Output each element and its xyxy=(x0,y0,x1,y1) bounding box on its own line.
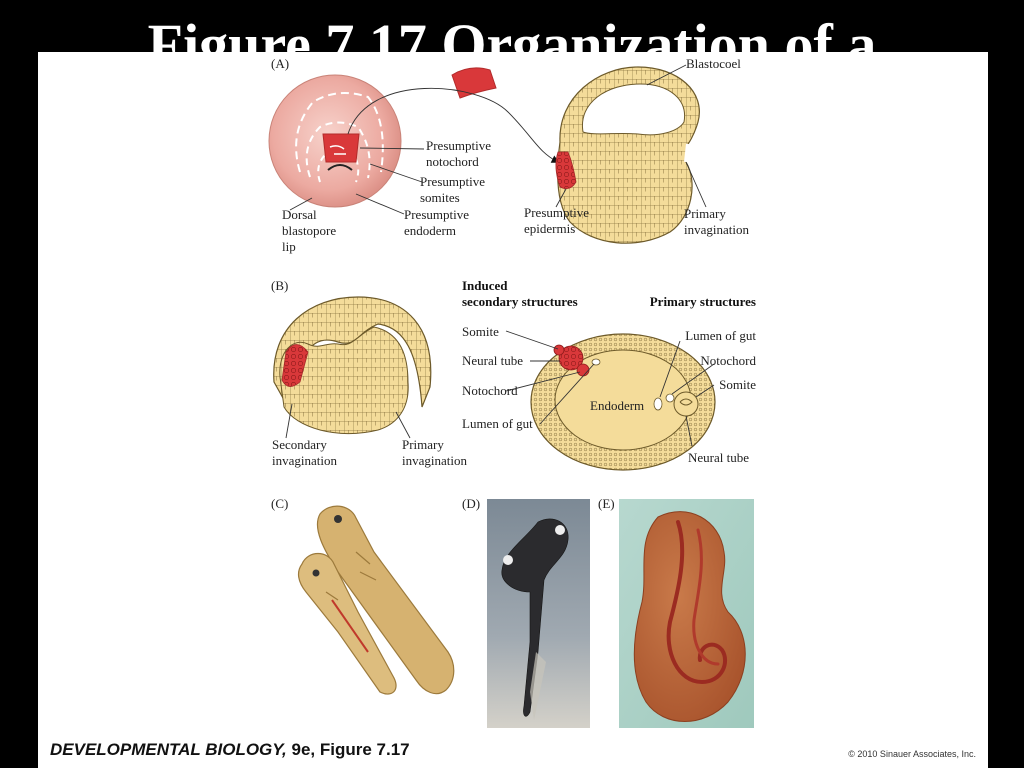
panel-c: (C) xyxy=(271,496,455,695)
primary-neural-tube xyxy=(673,391,699,417)
label-primary-invagination-a-2: invagination xyxy=(684,222,749,237)
header-induced-1: Induced xyxy=(462,278,508,293)
label-dorsal-2: blastopore xyxy=(282,223,336,238)
photo-d-eye-2 xyxy=(503,555,513,565)
label-presumptive-somites-1: Presumptive xyxy=(420,174,485,189)
panel-d: (D) xyxy=(462,496,590,728)
secondary-gastrula-yolk xyxy=(279,326,409,435)
label-primary-invagination-b-1: Primary xyxy=(402,437,444,452)
photo-e-secondary-axis xyxy=(692,528,720,666)
header-primary: Primary structures xyxy=(650,294,756,309)
panel-b: (B) Secondary invagination Primary invag… xyxy=(271,278,756,471)
photo-e-primary-axis xyxy=(666,520,728,685)
label-secondary-invagination-1: Secondary xyxy=(272,437,327,452)
secondary-neural-tube xyxy=(558,345,584,371)
secondary-notochord xyxy=(576,363,590,377)
label-somite-right: Somite xyxy=(719,377,756,392)
photo-e-embryo-body xyxy=(633,511,746,722)
presumptive-notochord-region xyxy=(322,133,360,163)
label-presumptive-epidermis-1: Presumptive xyxy=(524,205,589,220)
footer-edition: 9e, Figure 7.17 xyxy=(286,740,410,759)
panel-a-letter: (A) xyxy=(271,56,289,71)
panel-b-letter: (B) xyxy=(271,278,288,293)
label-presumptive-notochord-2: notochord xyxy=(426,154,479,169)
panel-d-letter: (D) xyxy=(462,496,480,511)
label-lumen-left: Lumen of gut xyxy=(462,416,533,431)
footer-book-citation: DEVELOPMENTAL BIOLOGY, 9e, Figure 7.17 xyxy=(50,740,410,760)
label-somite-left: Somite xyxy=(462,324,499,339)
primary-lumen xyxy=(653,397,663,411)
photo-d-tadpole-body xyxy=(501,518,569,717)
label-presumptive-endoderm-2: endoderm xyxy=(404,223,456,238)
footer-book-title: DEVELOPMENTAL BIOLOGY, xyxy=(50,740,287,759)
figure-diagram: (A) Blastocoel Presumptive notochord Pre… xyxy=(268,56,756,728)
fate-boundary-middle xyxy=(305,121,371,179)
label-presumptive-notochord-1: Presumptive xyxy=(426,138,491,153)
primary-tadpole xyxy=(316,505,455,695)
panel-a: (A) Blastocoel Presumptive notochord Pre… xyxy=(268,56,749,254)
panel-e: (E) xyxy=(598,496,754,728)
blastocoel-cavity xyxy=(582,83,686,136)
label-secondary-invagination-2: invagination xyxy=(272,453,337,468)
label-primary-invagination-b-2: invagination xyxy=(402,453,467,468)
tadpole-eye-secondary xyxy=(312,569,320,577)
photo-d-eye-1 xyxy=(555,525,565,535)
transplant-arrow xyxy=(347,87,560,163)
label-presumptive-endoderm-1: Presumptive xyxy=(404,207,469,222)
secondary-lumen xyxy=(591,358,601,366)
label-neural-tube-left: Neural tube xyxy=(462,353,523,368)
label-lumen-right: Lumen of gut xyxy=(685,328,756,343)
label-neural-tube-right: Neural tube xyxy=(688,450,749,465)
grafted-tissue xyxy=(555,151,577,190)
secondary-neural-tube-stripe xyxy=(331,599,369,653)
label-dorsal-1: Dorsal xyxy=(282,207,317,222)
figure-panel: (A) Blastocoel Presumptive notochord Pre… xyxy=(38,52,988,768)
panel-e-letter: (E) xyxy=(598,496,615,511)
label-blastocoel: Blastocoel xyxy=(686,56,741,71)
label-presumptive-epidermis-2: epidermis xyxy=(524,221,575,236)
panel-c-letter: (C) xyxy=(271,496,288,511)
dorsal-blastopore-lip-mark xyxy=(327,164,353,171)
photo-d-tail-fin xyxy=(530,652,546,720)
tadpole-eye-primary xyxy=(334,515,342,523)
footer-copyright: © 2010 Sinauer Associates, Inc. xyxy=(848,749,976,759)
label-notochord-right: Notochord xyxy=(700,353,756,368)
label-endoderm: Endoderm xyxy=(590,398,644,413)
secondary-graft xyxy=(281,344,309,387)
label-primary-invagination-a-1: Primary xyxy=(684,206,726,221)
label-presumptive-somites-2: somites xyxy=(420,190,460,205)
secondary-somite xyxy=(553,344,565,356)
label-notochord-left: Notochord xyxy=(462,383,518,398)
primary-notochord xyxy=(665,393,675,403)
excised-tissue-piece xyxy=(451,67,497,99)
header-induced-2: secondary structures xyxy=(462,294,578,309)
label-dorsal-3: lip xyxy=(282,239,296,254)
tadpole-limb-buds xyxy=(325,551,377,601)
